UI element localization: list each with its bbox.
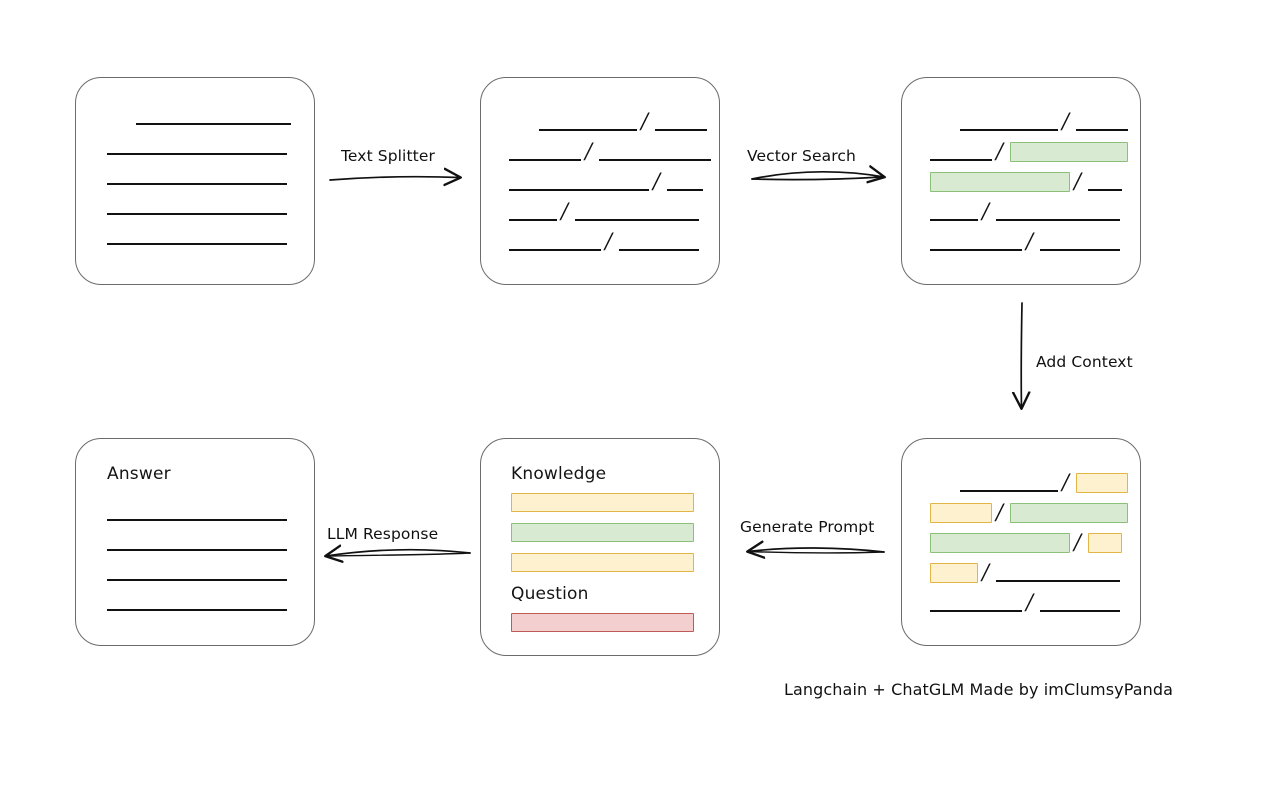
chunk-separator-slash: / [653, 169, 661, 193]
chunk-separator-slash: / [1026, 229, 1034, 253]
node-source-document[interactable] [75, 77, 315, 285]
text-line [1040, 610, 1120, 612]
text-line [960, 129, 1058, 131]
text-line [509, 219, 557, 221]
text-line [509, 189, 649, 191]
chunk-separator-slash: / [605, 229, 613, 253]
text-line [599, 159, 711, 161]
text-line [619, 249, 699, 251]
highlight-chip-green [1010, 142, 1128, 162]
chunk-separator-slash: / [996, 500, 1004, 524]
edge-text-splitter-arrow [329, 177, 460, 180]
edge-llm-response-arrow [326, 550, 471, 556]
text-line [960, 490, 1058, 492]
text-line [667, 189, 703, 191]
answer-heading: Answer [107, 464, 171, 484]
text-line [539, 129, 637, 131]
node-context-added[interactable]: / / / / / [901, 438, 1141, 646]
knowledge-bar-yellow [511, 493, 694, 512]
text-line [107, 213, 287, 215]
chunk-separator-slash: / [641, 109, 649, 133]
text-line [1076, 129, 1128, 131]
text-line [930, 249, 1022, 251]
text-line [107, 549, 287, 551]
edge-generate-prompt-arrow [748, 548, 885, 553]
chunk-separator-slash: / [585, 139, 593, 163]
edge-vector-search-arrow [751, 172, 884, 180]
text-line [930, 159, 992, 161]
highlight-chip-yellow [1076, 473, 1128, 493]
chunk-separator-slash: / [561, 199, 569, 223]
text-line [1088, 189, 1122, 191]
text-line [107, 183, 287, 185]
highlight-chip-green [930, 172, 1070, 192]
text-line [575, 219, 699, 221]
edge-label-generate-prompt: Generate Prompt [740, 518, 875, 536]
question-label: Question [511, 584, 589, 604]
chunk-separator-slash: / [982, 560, 990, 584]
chunk-separator-slash: / [996, 139, 1004, 163]
knowledge-label: Knowledge [511, 464, 607, 484]
highlight-chip-yellow [930, 563, 978, 583]
edge-add-context-arrow [1021, 302, 1022, 408]
chunk-separator-slash: / [1074, 530, 1082, 554]
text-line [1040, 249, 1120, 251]
text-line [136, 123, 291, 125]
node-split-chunks[interactable]: / / / / / [480, 77, 720, 285]
text-line [107, 609, 287, 611]
chunk-separator-slash: / [1062, 109, 1070, 133]
highlight-chip-yellow [930, 503, 992, 523]
text-line [107, 153, 287, 155]
edge-label-vector-search: Vector Search [747, 147, 856, 165]
node-vector-matches[interactable]: / / / / / [901, 77, 1141, 285]
edge-label-text-splitter: Text Splitter [341, 147, 435, 165]
knowledge-bar-yellow [511, 553, 694, 572]
text-line [107, 519, 287, 521]
text-line [996, 219, 1120, 221]
text-line [655, 129, 707, 131]
text-line [107, 579, 287, 581]
edge-label-add-context: Add Context [1036, 353, 1133, 371]
chunk-separator-slash: / [1062, 470, 1070, 494]
question-bar-red [511, 613, 694, 632]
text-line [509, 249, 601, 251]
edge-label-llm-response: LLM Response [327, 525, 439, 543]
node-answer[interactable]: Answer [75, 438, 315, 646]
text-line [509, 159, 581, 161]
footer-credit: Langchain + ChatGLM Made by imClumsyPand… [784, 680, 1174, 699]
highlight-chip-green [930, 533, 1070, 553]
text-line [930, 219, 978, 221]
chunk-separator-slash: / [1074, 169, 1082, 193]
knowledge-bar-green [511, 523, 694, 542]
chunk-separator-slash: / [982, 199, 990, 223]
text-line [996, 580, 1120, 582]
highlight-chip-green [1010, 503, 1128, 523]
text-line [930, 610, 1022, 612]
chunk-separator-slash: / [1026, 590, 1034, 614]
text-line [107, 243, 287, 245]
highlight-chip-yellow [1088, 533, 1122, 553]
